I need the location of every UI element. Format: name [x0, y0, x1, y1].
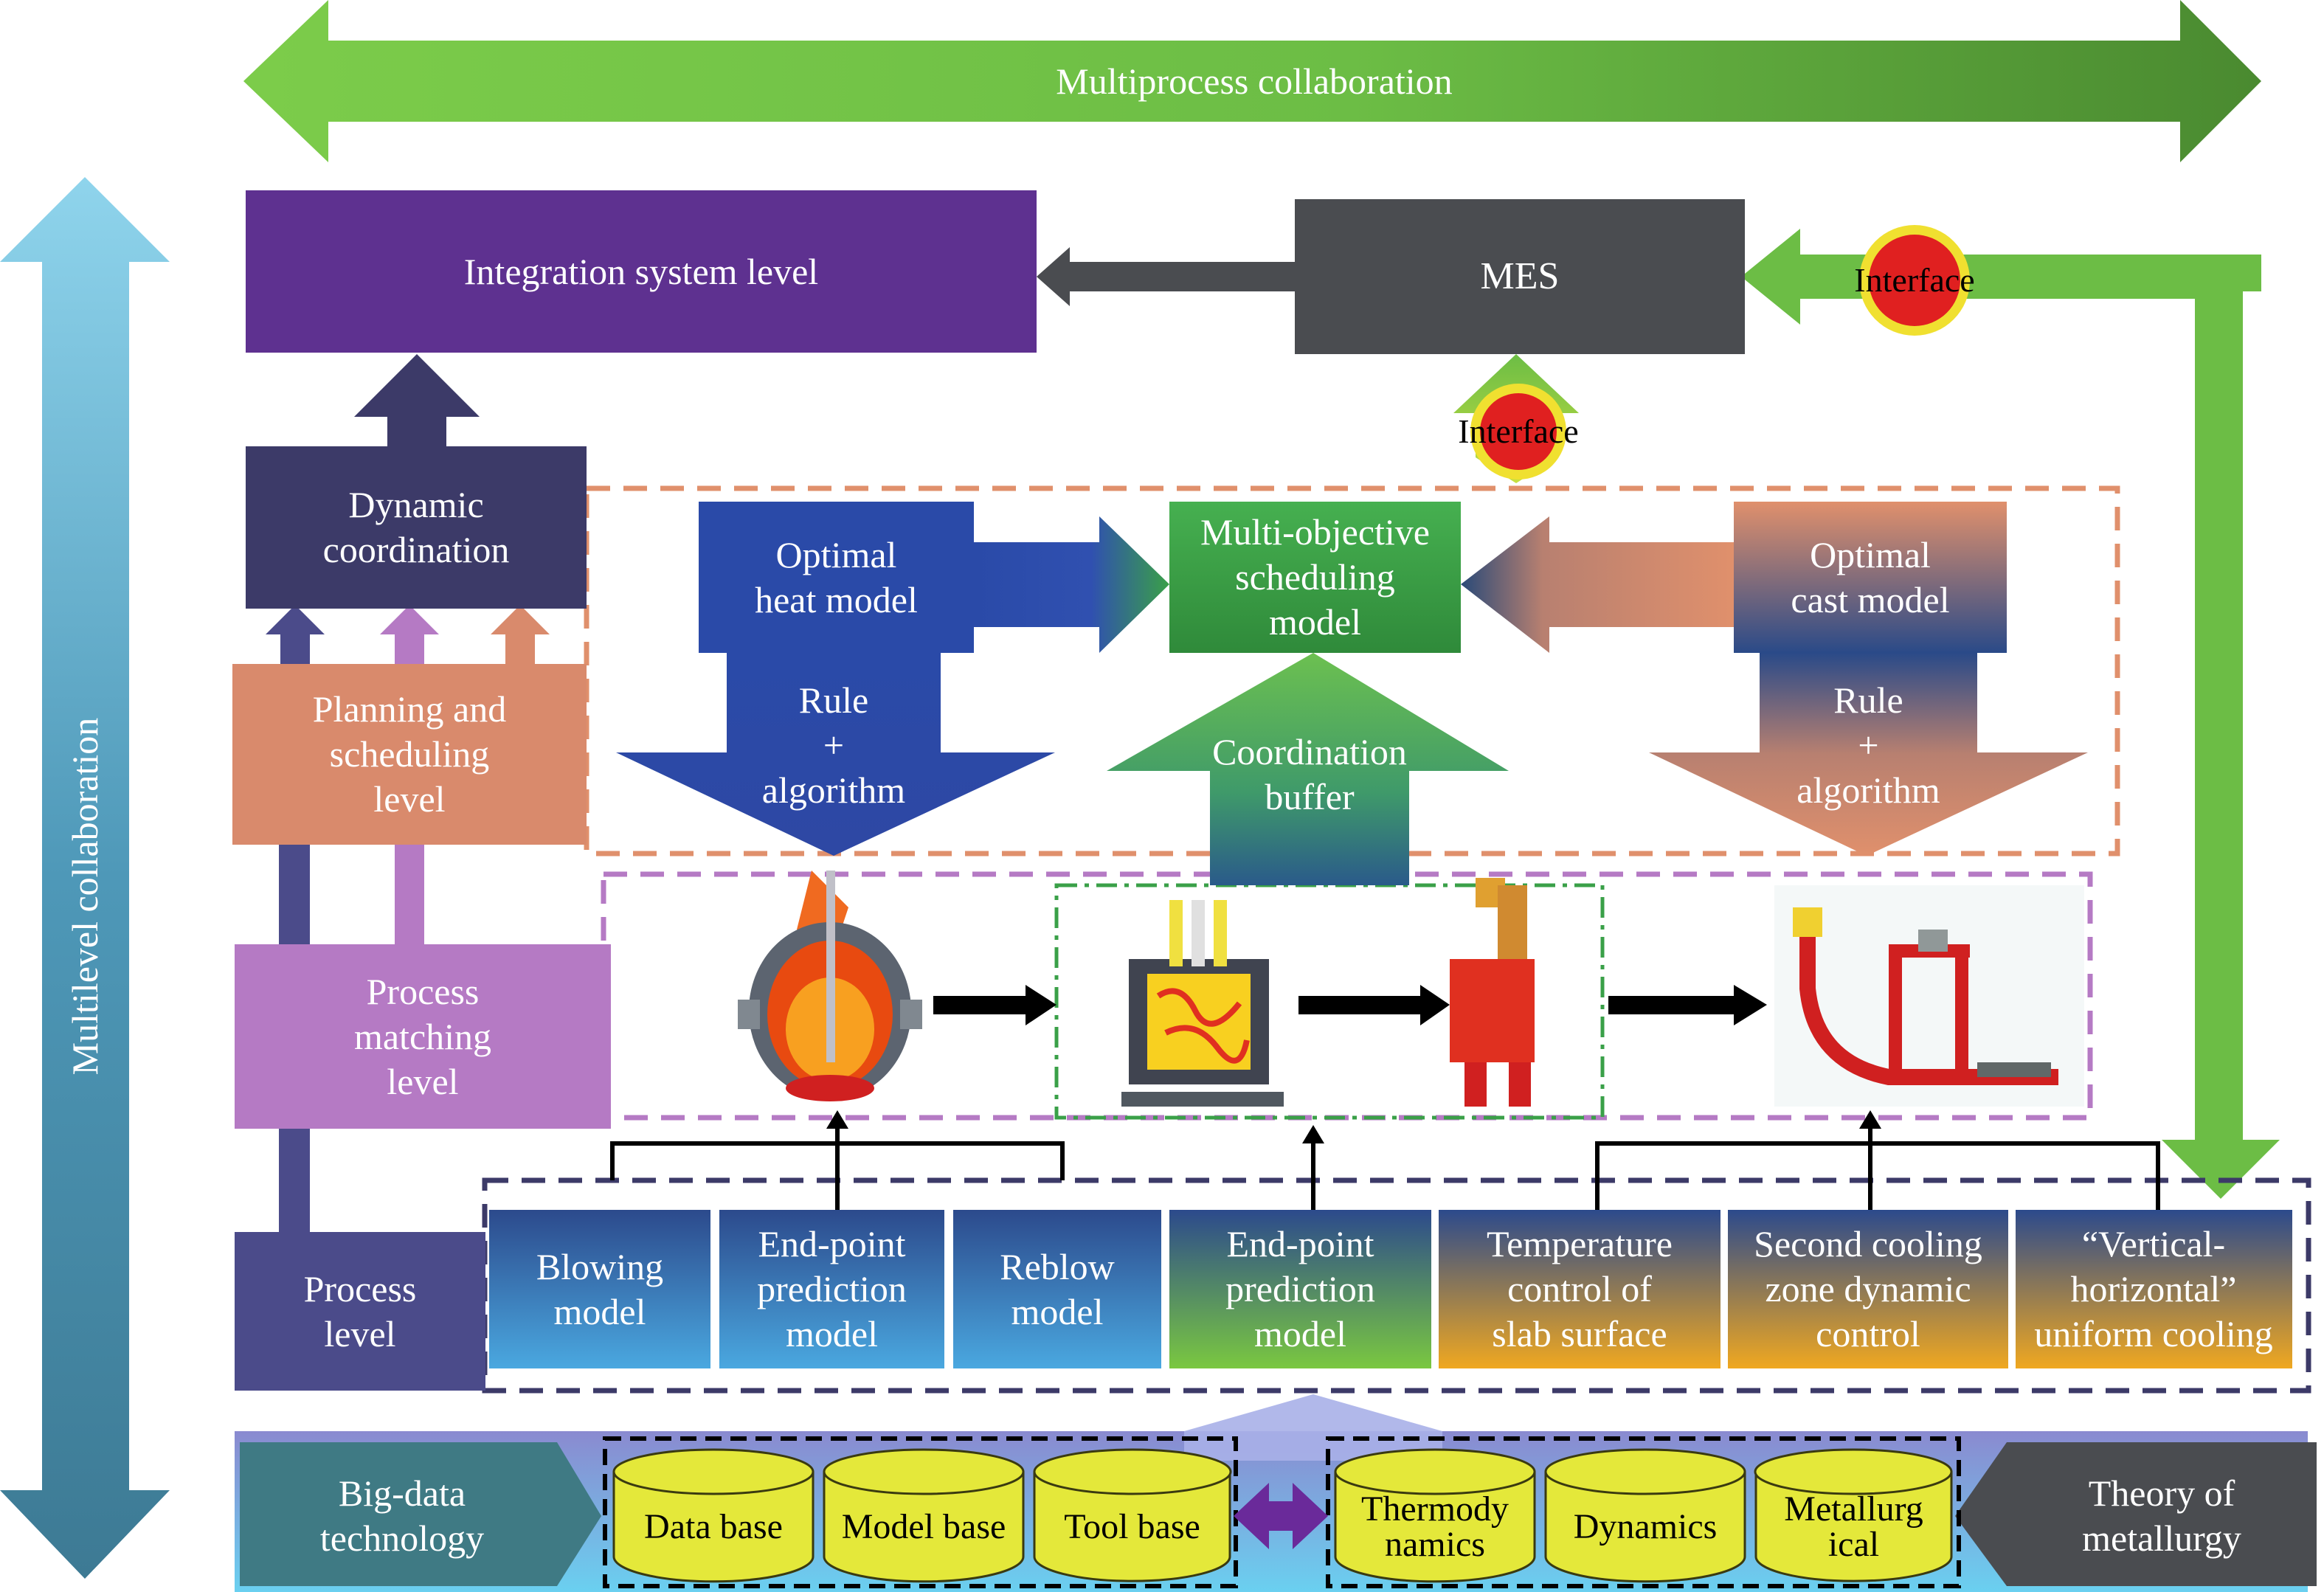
rule-algorithm-left: Rule + algorithm	[761, 679, 906, 811]
converter-icon	[738, 871, 922, 1101]
multi-objective-scheduling-model: Multi-objective scheduling model	[1200, 511, 1431, 643]
metallurgical: Metallurg ical	[1784, 1489, 1923, 1564]
optimal-heat-model: Optimal heat model	[699, 502, 974, 653]
feedback-arrow-head	[1741, 229, 2261, 325]
temperature-control-model: Temperature control of slab surface	[1487, 1223, 1673, 1354]
thermodynamics: Thermody namics	[1361, 1489, 1509, 1564]
end-point-prediction-model-2: End-point prediction model	[1225, 1223, 1375, 1354]
dynamic-up-arrow	[354, 354, 480, 446]
process-level: Process level	[235, 1232, 485, 1391]
dynamics: Dynamics	[1573, 1506, 1718, 1546]
interface-badge-bottom	[1470, 384, 1566, 480]
second-cooling-model: Second cooling zone dynamic control	[1754, 1223, 1982, 1354]
ladle-furnace-icon	[1121, 900, 1284, 1107]
data-base: Data base	[644, 1506, 783, 1546]
mes-box: MES	[1295, 199, 1745, 354]
feedback-arrow	[2162, 262, 2280, 1199]
multilevel-arrow	[0, 177, 170, 1579]
interface-label-bottom: Interface	[1458, 412, 1579, 450]
uniform-cooling-model: “Vertical- horizontal” uniform cooling	[2034, 1223, 2273, 1354]
interface-badge-right	[1859, 225, 1970, 336]
mes-to-integration-arrow	[1037, 247, 1295, 306]
dynamic-coordination: Dynamic coordination	[246, 446, 587, 609]
tool-base: Tool base	[1064, 1506, 1200, 1546]
rh-degasser-icon	[1450, 878, 1535, 1107]
planning-scheduling-level: Planning and scheduling level	[232, 664, 587, 845]
interface-label-right: Interface	[1854, 260, 1975, 299]
coordination-buffer: Coordination buffer	[1212, 731, 1407, 817]
model-base: Model base	[841, 1506, 1006, 1546]
multiprocess-arrow	[243, 0, 2261, 162]
blowing-model: Blowing model	[536, 1245, 664, 1332]
caster-icon	[1774, 885, 2084, 1107]
end-point-prediction-model-1: End-point prediction model	[757, 1223, 907, 1354]
process-matching-level: Process matching level	[235, 944, 611, 1129]
multilevel-label: Multilevel collaboration	[63, 717, 106, 1076]
rule-algorithm-right: Rule + algorithm	[1796, 679, 1940, 811]
theory-of-metallurgy: Theory of metallurgy	[2082, 1472, 2241, 1559]
optimal-cast-model: Optimal cast model	[1791, 533, 1950, 620]
big-data-technology: Big-data technology	[319, 1472, 485, 1559]
reblow-model: Reblow model	[1000, 1245, 1115, 1332]
multiprocess-label: Multiprocess collaboration	[1056, 60, 1453, 102]
integration-system-level: Integration system level	[246, 190, 1037, 353]
